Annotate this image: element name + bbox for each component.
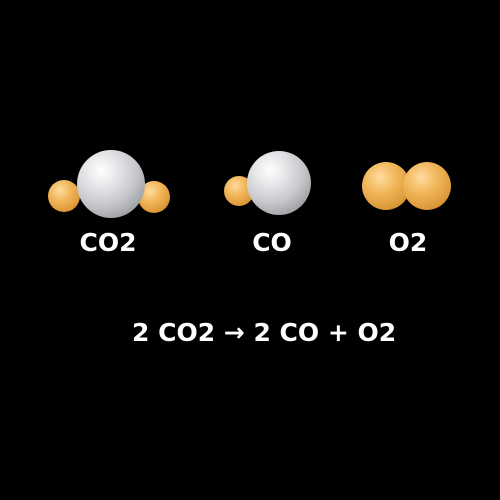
oxygen-atom <box>403 162 451 210</box>
carbon-atom <box>247 151 311 215</box>
carbon-atom <box>77 150 145 218</box>
co-label: CO <box>252 228 292 257</box>
oxygen-atom <box>362 162 410 210</box>
reaction-equation: 2 CO2 → 2 CO + O2 <box>132 318 397 347</box>
o2-label: O2 <box>388 228 428 257</box>
co2-label: CO2 <box>79 228 137 257</box>
oxygen-atom <box>48 180 80 212</box>
